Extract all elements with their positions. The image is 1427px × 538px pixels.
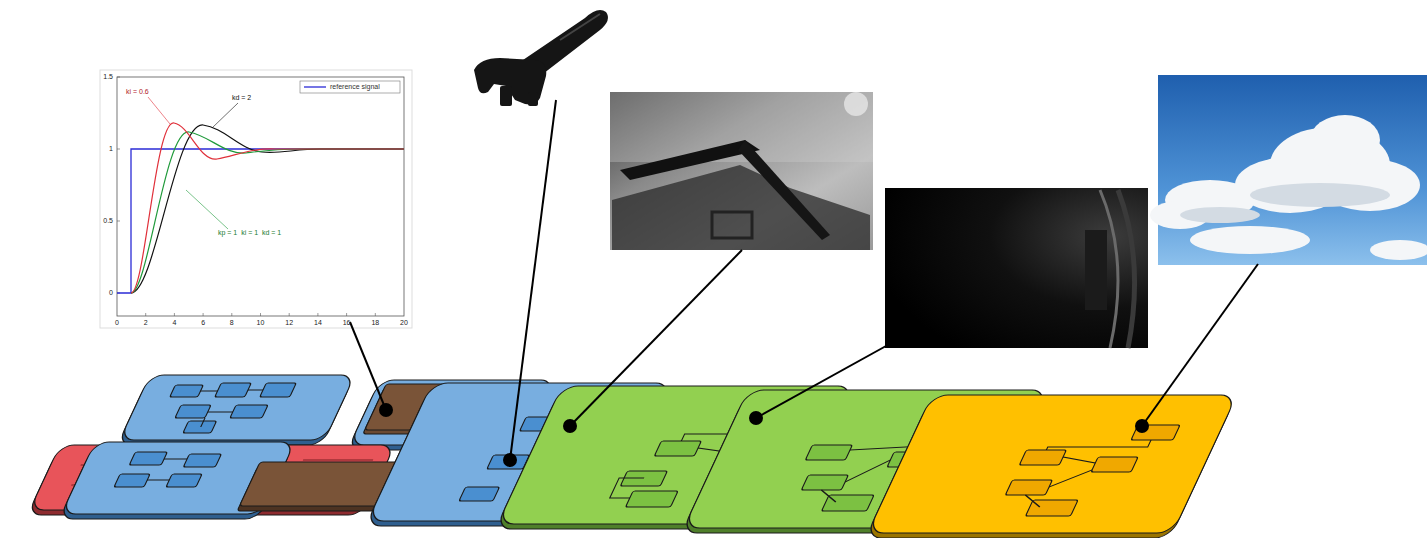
x-tick-label: 0 [115, 319, 119, 327]
x-tick-label: 8 [230, 319, 234, 327]
legend-text: reference signal [330, 83, 380, 91]
x-tick-label: 4 [172, 319, 176, 327]
x-tick-label: 2 [144, 319, 148, 327]
camera-photo [885, 188, 1148, 348]
x-tick-label: 12 [285, 319, 293, 327]
gain-annotation: kd = 2 [232, 94, 251, 102]
leader-lines [350, 100, 1258, 466]
y-tick-label: 1 [109, 145, 113, 153]
gain-annotation: kp = 1 ki = 1 kd = 1 [218, 229, 281, 237]
y-tick-label: 0 [109, 289, 113, 297]
x-tick-label: 20 [400, 319, 408, 327]
legend-line [304, 86, 326, 87]
x-tick-label: 18 [371, 319, 379, 327]
y-tick-label: 0.5 [103, 217, 113, 225]
stalk-switch [474, 10, 608, 106]
x-tick-label: 14 [314, 319, 322, 327]
x-tick-label: 6 [201, 319, 205, 327]
gain-annotation: ki = 0.6 [126, 88, 149, 96]
wiper-photo [610, 92, 873, 250]
sky-photo [1150, 75, 1427, 265]
x-tick-label: 10 [257, 319, 265, 327]
step-response-chart [100, 70, 412, 328]
y-tick-label: 1.5 [103, 73, 113, 81]
circuit-boards [27, 375, 1237, 538]
x-tick-label: 16 [343, 319, 351, 327]
